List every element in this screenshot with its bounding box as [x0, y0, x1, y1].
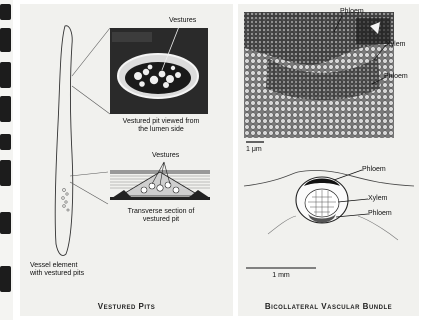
- thumbnail[interactable]: [0, 28, 11, 52]
- vestured-pits-panel: Vestures Vestured pit viewed from the lu…: [20, 4, 233, 316]
- vessel-element-outline: [55, 26, 73, 256]
- label-lumen-view-1: Vestured pit viewed from: [108, 118, 214, 126]
- thumbnail[interactable]: [0, 212, 11, 234]
- label-lumen-view-2: the lumen side: [108, 126, 214, 134]
- label-scale-bottom: 1 mm: [246, 272, 316, 280]
- label-scale-top: 1 μm: [246, 146, 262, 154]
- caption-vestured-pits: Vestured Pits: [20, 302, 233, 311]
- label-section-2: vestured pit: [108, 216, 214, 224]
- vessel-pit-marks: [62, 189, 69, 211]
- thumbnail[interactable]: [0, 96, 11, 122]
- vascular-bundle-drawing: [238, 4, 419, 316]
- label-vessel-element-1: Vessel element: [30, 262, 77, 270]
- label-phloem-top: Phloem: [340, 8, 364, 16]
- label-xylem-top: Xylem: [386, 41, 405, 49]
- label-phloem-low: Phloem: [362, 166, 386, 174]
- label-phloem-bottom: Phloem: [368, 210, 392, 218]
- label-vestures-mid: Vestures: [152, 152, 179, 160]
- thumbnail[interactable]: [0, 266, 11, 292]
- thumbnail[interactable]: [0, 4, 11, 20]
- thumbnail[interactable]: [0, 134, 11, 150]
- label-phloem-mid: Phloem: [384, 73, 408, 81]
- vascular-bundle-panel: Phloem Xylem Phloem 1 μm Phloem Xylem Ph…: [238, 4, 419, 316]
- label-xylem-low: Xylem: [368, 195, 387, 203]
- thumbnail-strip: [0, 0, 13, 320]
- thumbnail[interactable]: [0, 62, 11, 88]
- thumbnail[interactable]: [0, 160, 11, 186]
- label-vessel-element-2: with vestured pits: [30, 270, 84, 278]
- label-section-1: Transverse section of: [108, 208, 214, 216]
- caption-vascular-bundle: Bicollateral Vascular Bundle: [238, 302, 419, 311]
- label-vestures-top: Vestures: [169, 17, 196, 25]
